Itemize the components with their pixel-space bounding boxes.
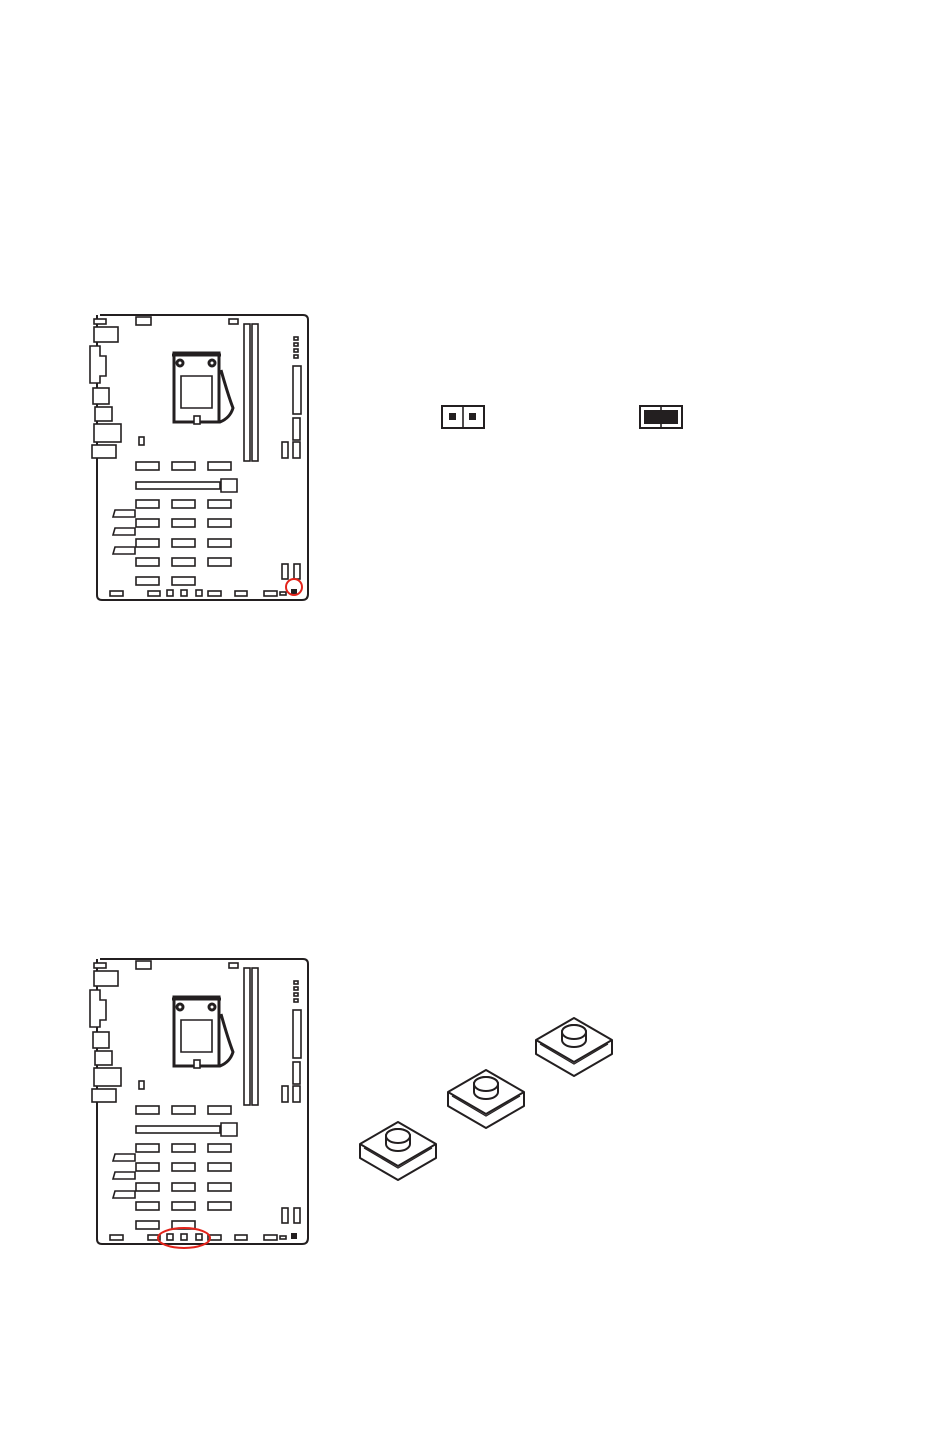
cpu-socket xyxy=(136,317,238,424)
cpu-socket xyxy=(136,961,238,1068)
board-outline xyxy=(97,959,308,1244)
jumper-closed-diagram xyxy=(638,404,684,430)
chipset-block-rows xyxy=(113,1106,300,1229)
onboard-buttons-svg xyxy=(350,1010,630,1200)
jumper-closed-svg xyxy=(638,404,684,430)
button-icon-2 xyxy=(448,1070,524,1128)
rear-io-ports xyxy=(90,319,121,458)
jumper-pin-left xyxy=(449,413,456,420)
rear-io-ports xyxy=(90,963,121,1102)
onboard-buttons-illustration xyxy=(350,1010,630,1200)
jumper-cap xyxy=(644,410,678,424)
chipset-block-rows xyxy=(113,462,300,585)
bottom-edge-headers xyxy=(110,589,297,596)
motherboard-diagram-bottom xyxy=(88,954,314,1254)
motherboard-svg-bottom xyxy=(88,954,314,1254)
dimm-slots xyxy=(244,324,258,461)
motherboard-diagram-top xyxy=(88,310,314,605)
jumper-pin-right xyxy=(469,413,476,420)
board-outline xyxy=(97,315,308,600)
motherboard-svg-top xyxy=(88,310,314,605)
button-icon-3 xyxy=(536,1018,612,1076)
bottom-edge-headers xyxy=(110,1233,297,1240)
button-icon-1 xyxy=(360,1122,436,1180)
jumper-open-diagram xyxy=(440,404,486,430)
dimm-slots xyxy=(244,968,258,1105)
jumper-open-svg xyxy=(440,404,486,430)
